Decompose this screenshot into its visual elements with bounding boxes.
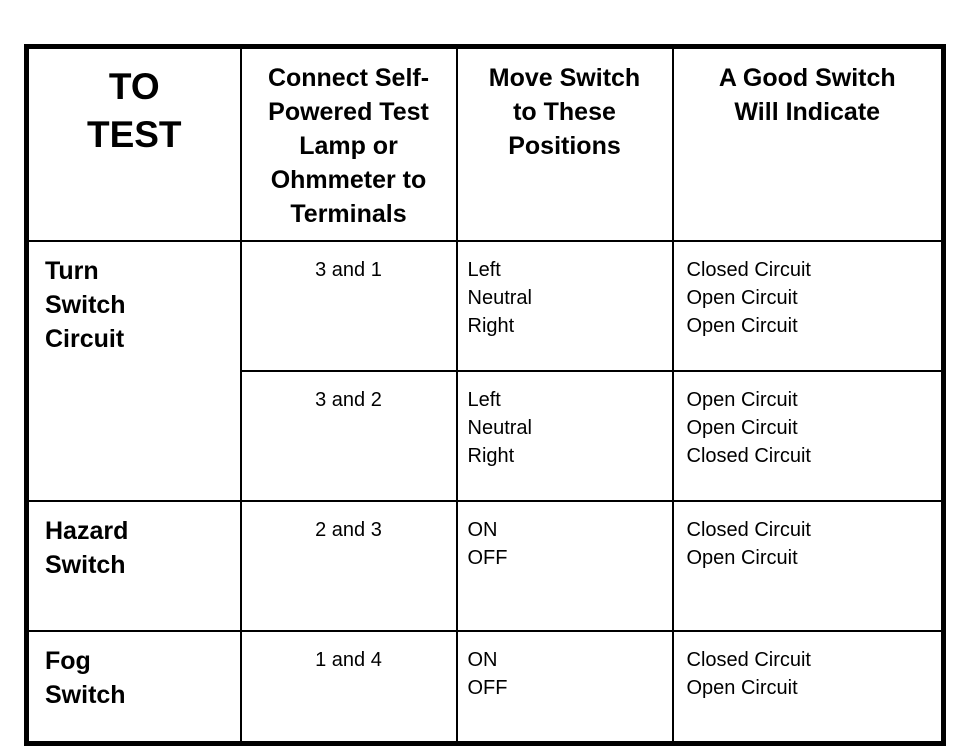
position-item: ON <box>467 648 498 671</box>
test-name-line: Switch <box>45 550 126 579</box>
terminals-cell: 3 and 1 <box>239 239 458 372</box>
test-name-hazard-switch: Hazard Switch <box>25 499 242 632</box>
test-name-fog-switch: Fog Switch <box>25 629 242 745</box>
positions-cell: Left Neutral Right <box>455 239 674 372</box>
test-name-line: Switch <box>45 290 126 319</box>
test-name-line: Circuit <box>45 324 125 353</box>
result-item: Open Circuit <box>686 286 798 309</box>
test-name-line: Fog <box>45 646 91 675</box>
positions-cell: Left Neutral Right <box>455 369 674 502</box>
position-item: Right <box>467 444 515 467</box>
position-item: Right <box>467 314 515 337</box>
result-item: Open Circuit <box>686 416 798 439</box>
table-row: 3 and 2 Left Neutral Right Open Circuit … <box>27 369 945 502</box>
result-item: Closed Circuit <box>686 518 811 541</box>
header-line: Move Switch <box>488 64 641 92</box>
header-row: TO TEST Connect Self- Powered Test Lamp … <box>25 45 945 242</box>
header-line: Will Indicate <box>734 98 881 126</box>
results-cell: Open Circuit Open Circuit Closed Circuit <box>671 369 945 502</box>
result-item: Closed Circuit <box>686 648 811 671</box>
header-connect-terminals: Connect Self- Powered Test Lamp or Ohmme… <box>239 45 458 242</box>
header-line: A Good Switch <box>718 64 896 92</box>
result-item: Open Circuit <box>686 388 798 411</box>
position-item: Neutral <box>467 416 532 439</box>
terminals-cell: 1 and 4 <box>239 629 458 745</box>
header-line: Terminals <box>290 200 407 228</box>
header-move-switch: Move Switch to These Positions <box>455 45 674 242</box>
results-cell: Closed Circuit Open Circuit Open Circuit <box>671 239 945 372</box>
position-item: OFF <box>467 546 508 569</box>
position-item: Neutral <box>467 286 532 309</box>
header-line: TEST <box>86 114 182 155</box>
header-line: Positions <box>508 132 621 160</box>
positions-cell: ON OFF <box>455 629 674 745</box>
position-item: OFF <box>467 676 508 699</box>
terminals-cell: 2 and 3 <box>239 499 458 632</box>
table-row: Turn Switch Circuit 3 and 1 Left Neutral… <box>25 239 945 502</box>
header-good-switch: A Good Switch Will Indicate <box>671 45 945 242</box>
position-item: ON <box>467 518 498 541</box>
header-line: to These <box>513 98 616 126</box>
result-item: Open Circuit <box>686 676 798 699</box>
position-item: Left <box>467 388 501 411</box>
results-cell: Closed Circuit Open Circuit <box>671 629 945 745</box>
header-line: Lamp or <box>299 132 398 160</box>
result-item: Closed Circuit <box>686 258 811 281</box>
test-name-line: Hazard <box>45 516 129 545</box>
test-name-line: Turn <box>45 256 99 285</box>
test-name-turn-switch: Turn Switch Circuit <box>25 239 242 502</box>
result-item: Open Circuit <box>686 314 798 337</box>
header-line: Powered Test <box>268 98 429 126</box>
test-name-line: Switch <box>45 680 126 709</box>
result-item: Closed Circuit <box>686 444 811 467</box>
header-line: Ohmmeter to <box>270 166 427 194</box>
header-line: Connect Self- <box>267 64 430 92</box>
results-cell: Closed Circuit Open Circuit <box>671 499 945 632</box>
positions-cell: ON OFF <box>455 499 674 632</box>
position-item: Left <box>467 258 501 281</box>
result-item: Open Circuit <box>686 546 798 569</box>
header-line: TO <box>108 66 160 107</box>
table-row: Hazard Switch 2 and 3 ON OFF Closed Circ… <box>25 499 945 632</box>
terminals-cell: 3 and 2 <box>239 369 458 502</box>
table-row: Fog Switch 1 and 4 ON OFF Closed Circuit… <box>25 629 945 745</box>
switch-test-table: TO TEST Connect Self- Powered Test Lamp … <box>24 44 946 746</box>
header-to-test: TO TEST <box>25 45 242 242</box>
